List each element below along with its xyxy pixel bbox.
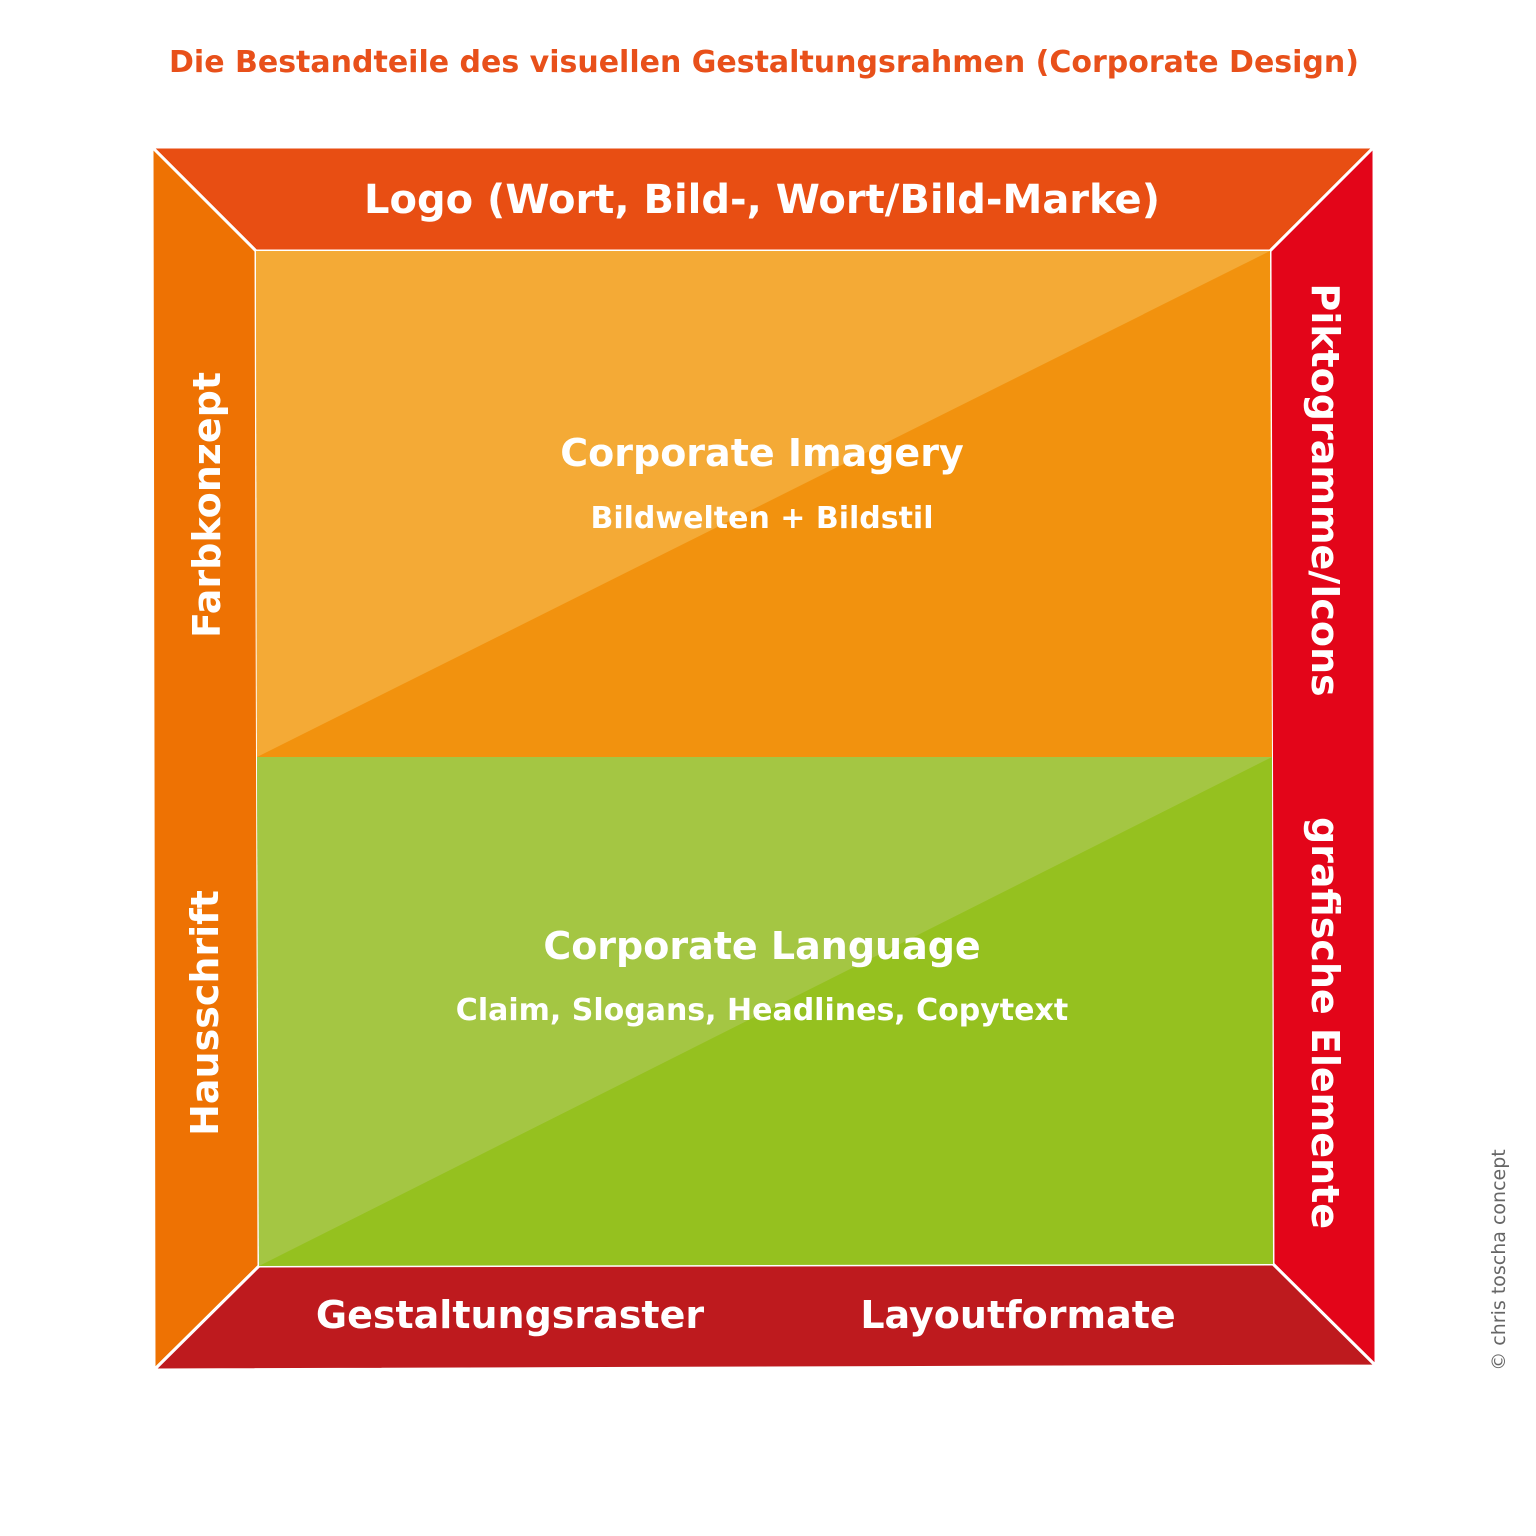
imagery-panel-light: [256, 251, 1270, 757]
layoutformate-label: Layoutformate: [860, 1293, 1175, 1337]
imagery-title: Corporate Imagery: [560, 431, 964, 475]
language-panel-light: [257, 757, 1272, 1266]
language-subtitle: Claim, Slogans, Headlines, Copytext: [456, 993, 1068, 1028]
hausschrift-label: Hausschrift: [183, 890, 227, 1136]
copyright-note: © chris toscha concept: [1488, 1149, 1510, 1370]
gestaltungsraster-label: Gestaltungsraster: [316, 1293, 704, 1337]
logo-label: Logo (Wort, Bild-, Wort/Bild-Marke): [364, 177, 1160, 223]
imagery-subtitle: Bildwelten + Bildstil: [591, 501, 934, 536]
farbkonzept-label: Farbkonzept: [185, 372, 229, 638]
diagram-title: Die Bestandteile des visuellen Gestaltun…: [169, 45, 1359, 80]
piktogramme-label: Piktogramme/Icons: [1303, 283, 1347, 696]
frame-left: [150, 145, 261, 1372]
grafische-elemente-label: grafische Elemente: [1303, 817, 1347, 1229]
language-title: Corporate Language: [543, 924, 980, 968]
